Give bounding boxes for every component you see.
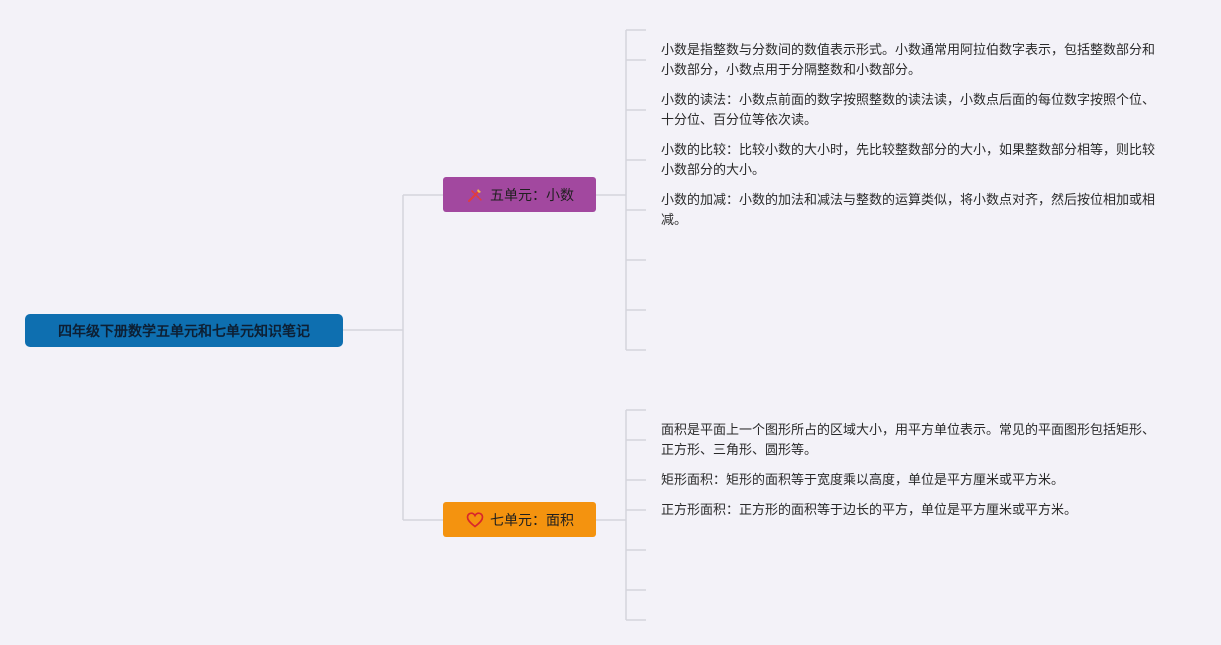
heart-icon xyxy=(465,510,485,530)
connector-branch-a-ticks xyxy=(626,29,646,351)
note-square-area[interactable]: 正方形面积：正方形的面积等于边长的平方，单位是平方厘米或平方米。 xyxy=(661,503,1078,518)
note-decimal-addition-subtraction[interactable]: 小数的加减：小数的加法和减法与整数的运算类似，将小数点对齐，然后按位相加或相减。 xyxy=(661,193,1156,228)
connector-branch-b-ticks xyxy=(626,409,646,621)
root-topic[interactable]: 四年级下册数学五单元和七单元知识笔记 xyxy=(25,314,343,347)
root-topic-label: 四年级下册数学五单元和七单元知识笔记 xyxy=(58,323,310,340)
note-area-definition[interactable]: 面积是平面上一个图形所占的区域大小，用平方单位表示。常见的平面图形包括矩形、正方… xyxy=(661,423,1156,458)
branch-topic-label: 五单元：小数 xyxy=(490,187,574,204)
connector-branch-b xyxy=(596,410,627,620)
branch-topic-area[interactable]: 七单元：面积 xyxy=(443,502,596,537)
branch-topic-decimals[interactable]: 五单元：小数 xyxy=(443,177,596,212)
note-rectangle-area[interactable]: 矩形面积：矩形的面积等于宽度乘以高度，单位是平方厘米或平方米。 xyxy=(661,473,1065,488)
note-decimal-comparison[interactable]: 小数的比较：比较小数的大小时，先比较整数部分的大小，如果整数部分相等，则比较小数… xyxy=(661,143,1156,178)
note-decimal-reading[interactable]: 小数的读法：小数点前面的数字按照整数的读法读，小数点后面的每位数字按照个位、十分… xyxy=(661,93,1156,128)
note-decimal-definition[interactable]: 小数是指整数与分数间的数值表示形式。小数通常用阿拉伯数字表示，包括整数部分和小数… xyxy=(661,43,1156,78)
branch-topic-label: 七单元：面积 xyxy=(490,512,574,529)
connector-branch-a xyxy=(596,30,627,350)
connector-root-to-branches xyxy=(343,194,443,521)
pencil-ruler-icon xyxy=(465,185,485,205)
